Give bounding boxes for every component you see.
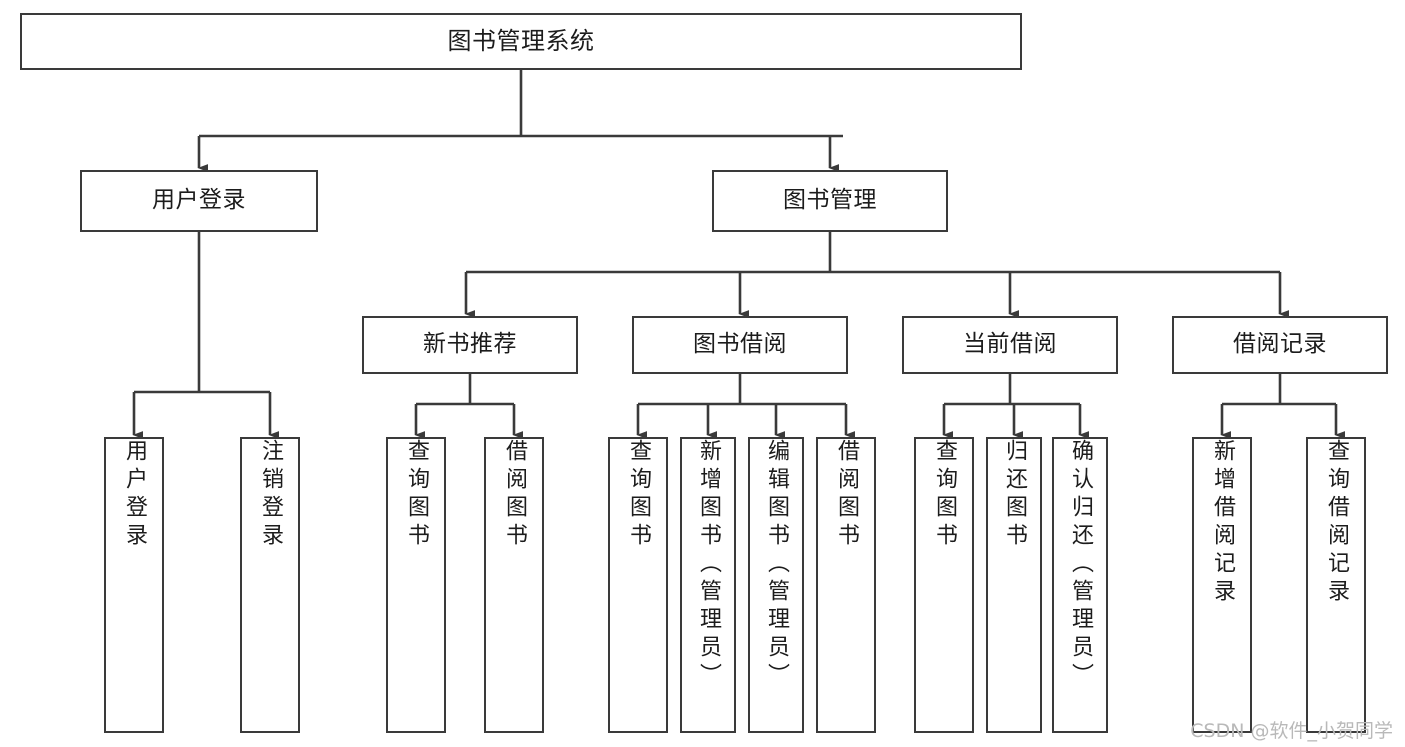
node-label: 编辑图书（管理员）: [764, 439, 789, 691]
node-leaf-add-book[interactable]: 新增图书（管理员）: [680, 437, 736, 733]
node-label: 用户登录: [152, 187, 246, 214]
node-new-book-rec[interactable]: 新书推荐: [362, 316, 578, 374]
node-label: 确认归还（管理员）: [1068, 439, 1093, 691]
node-borrow-record[interactable]: 借阅记录: [1172, 316, 1388, 374]
node-user-login[interactable]: 用户登录: [80, 170, 318, 232]
node-leaf-query-record[interactable]: 查询借阅记录: [1306, 437, 1366, 733]
node-label: 用户登录: [122, 439, 147, 551]
node-leaf-query-book-1[interactable]: 查询图书: [386, 437, 446, 733]
node-label: 图书管理系统: [447, 27, 595, 56]
node-leaf-confirm-return[interactable]: 确认归还（管理员）: [1052, 437, 1108, 733]
node-book-manage[interactable]: 图书管理: [712, 170, 948, 232]
node-leaf-query-book-3[interactable]: 查询图书: [914, 437, 974, 733]
node-label: 注销登录: [258, 439, 283, 551]
node-label: 借阅图书: [834, 439, 859, 551]
node-label: 查询图书: [404, 439, 429, 551]
node-leaf-borrow-book-1[interactable]: 借阅图书: [484, 437, 544, 733]
node-label: 查询借阅记录: [1324, 439, 1349, 607]
node-leaf-return-book[interactable]: 归还图书: [986, 437, 1042, 733]
node-label: 新增图书（管理员）: [696, 439, 721, 691]
node-label: 新书推荐: [423, 331, 517, 358]
watermark: CSDN @软件_小贺同学: [1190, 720, 1393, 742]
node-leaf-edit-book[interactable]: 编辑图书（管理员）: [748, 437, 804, 733]
node-current-borrow[interactable]: 当前借阅: [902, 316, 1118, 374]
node-label: 当前借阅: [963, 331, 1057, 358]
node-label: 图书管理: [783, 187, 877, 214]
node-label: 归还图书: [1002, 439, 1027, 551]
node-leaf-query-book-2[interactable]: 查询图书: [608, 437, 668, 733]
node-leaf-add-record[interactable]: 新增借阅记录: [1192, 437, 1252, 733]
node-leaf-logout[interactable]: 注销登录: [240, 437, 300, 733]
node-label: 查询图书: [626, 439, 651, 551]
node-book-borrow[interactable]: 图书借阅: [632, 316, 848, 374]
node-leaf-borrow-book-2[interactable]: 借阅图书: [816, 437, 876, 733]
node-leaf-user-login[interactable]: 用户登录: [104, 437, 164, 733]
node-label: 图书借阅: [693, 331, 787, 358]
node-label: 新增借阅记录: [1210, 439, 1235, 607]
node-label: 借阅记录: [1233, 331, 1327, 358]
node-root-system[interactable]: 图书管理系统: [20, 13, 1022, 70]
node-label: 查询图书: [932, 439, 957, 551]
node-label: 借阅图书: [502, 439, 527, 551]
